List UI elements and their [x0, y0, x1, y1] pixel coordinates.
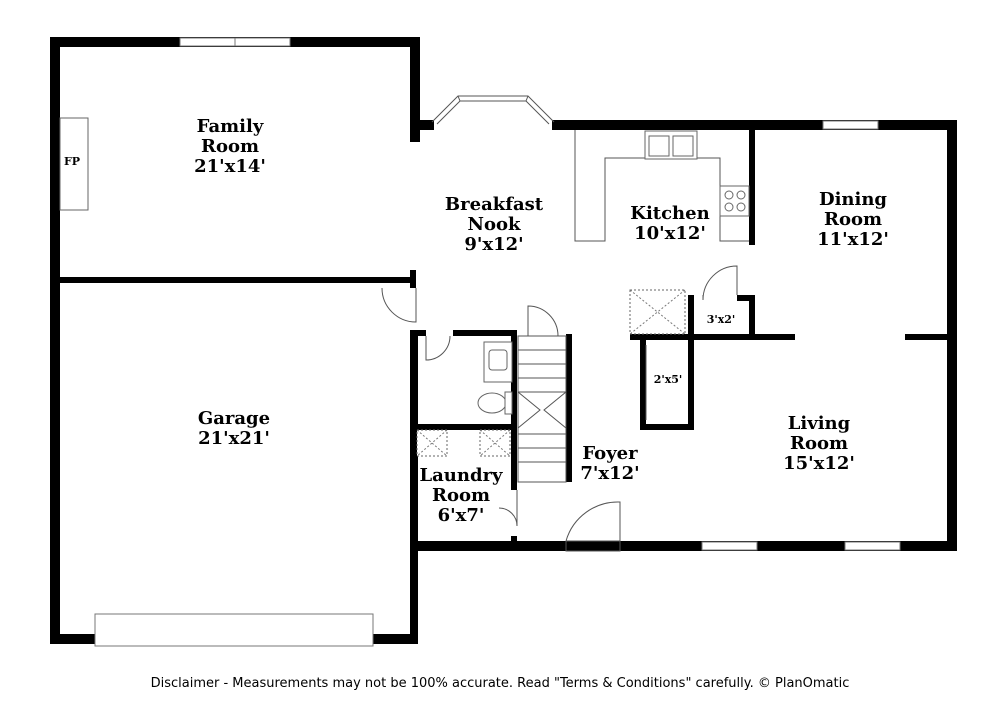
dining-room-name-line2: Room [824, 209, 882, 230]
room-labels: FP Family Room 21'x14' Breakfast Nook 9'… [64, 116, 889, 526]
toilet [477, 392, 507, 414]
laundry-room-name-line1: Laundry [419, 465, 503, 486]
family-room-size: 21'x14' [194, 156, 266, 177]
kitchen-size: 10'x12' [634, 223, 706, 244]
fireplace [59, 117, 89, 211]
dining-room-name-line1: Dining [819, 189, 887, 210]
stairs [517, 335, 567, 483]
living-room-size: 15'x12' [783, 453, 855, 474]
foyer-size: 7'x12' [580, 463, 639, 484]
windows [94, 37, 901, 647]
stove [719, 185, 750, 217]
living-room-name-line2: Room [790, 433, 848, 454]
breakfast-nook-name-line2: Nook [468, 214, 521, 235]
foyer-name: Foyer [582, 443, 638, 464]
family-room-name-line2: Room [201, 136, 259, 157]
dining-room-size: 11'x12' [817, 229, 889, 250]
coat-closet-size: 2'x5' [654, 373, 683, 386]
laundry-room-name-line2: Room [432, 485, 490, 506]
breakfast-nook-size: 9'x12' [464, 234, 523, 255]
breakfast-nook-name-line1: Breakfast [445, 194, 544, 215]
pantry-closet-size: 3'x2' [707, 313, 736, 326]
garage-name: Garage [198, 408, 270, 429]
walls [50, 37, 957, 644]
kitchen-name: Kitchen [630, 203, 709, 224]
laundry-room-size: 6'x7' [438, 505, 485, 526]
doors [381, 265, 738, 552]
fireplace-label: FP [64, 155, 80, 168]
fixtures [59, 117, 750, 483]
family-room-name-line1: Family [197, 116, 264, 137]
garage-size: 21'x21' [198, 428, 270, 449]
living-room-name-line1: Living [788, 413, 851, 434]
disclaimer-text: Disclaimer - Measurements may not be 100… [150, 676, 850, 691]
floor-plan: FP Family Room 21'x14' Breakfast Nook 9'… [50, 37, 957, 647]
